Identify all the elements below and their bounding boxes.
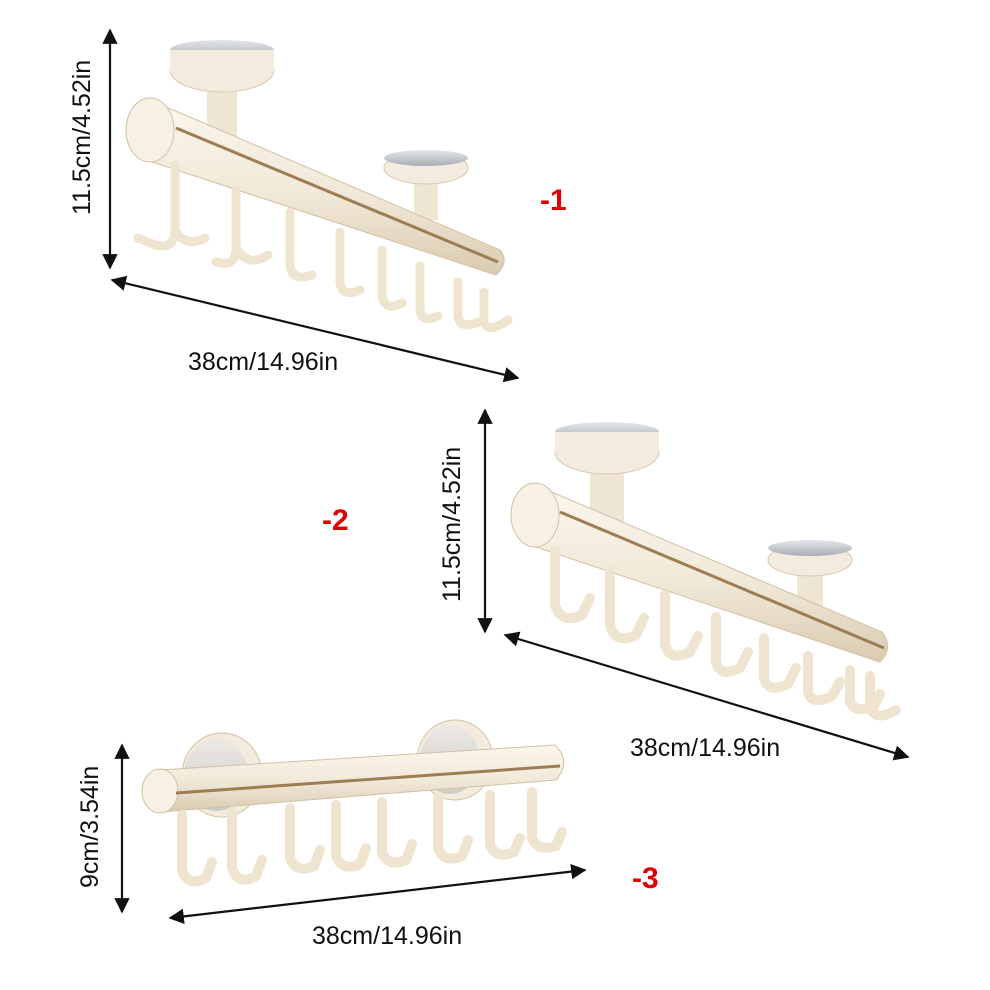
rack-1-width-label: 38cm/14.96in bbox=[188, 348, 339, 376]
width-dimension-line bbox=[110, 275, 520, 383]
rack-3-height-label: 9cm/3.54in bbox=[76, 765, 104, 888]
rack-3-variant-label: -3 bbox=[632, 862, 659, 895]
width-dimension-line bbox=[168, 863, 587, 925]
suction-cup-icon bbox=[383, 150, 469, 220]
hook-rail bbox=[125, 97, 505, 276]
rack-1-height-label: 11.5cm/4.52in bbox=[68, 59, 96, 215]
hook-rail bbox=[510, 482, 888, 663]
rack-2-height-label: 11.5cm/4.52in bbox=[438, 446, 466, 602]
rack-2-width-label: 38cm/14.96in bbox=[630, 734, 781, 762]
rack-2 bbox=[510, 422, 901, 721]
suction-cup-icon bbox=[554, 422, 660, 530]
rack-1-variant-label: -1 bbox=[540, 184, 567, 217]
hook-rail bbox=[141, 744, 565, 814]
rack-1 bbox=[125, 40, 513, 332]
rack-3-width-label: 38cm/14.96in bbox=[312, 922, 463, 950]
suction-cup-icon bbox=[169, 40, 275, 140]
width-dimension-line bbox=[503, 631, 910, 761]
rack-3 bbox=[141, 719, 567, 887]
rack-2-variant-label: -2 bbox=[322, 504, 349, 537]
